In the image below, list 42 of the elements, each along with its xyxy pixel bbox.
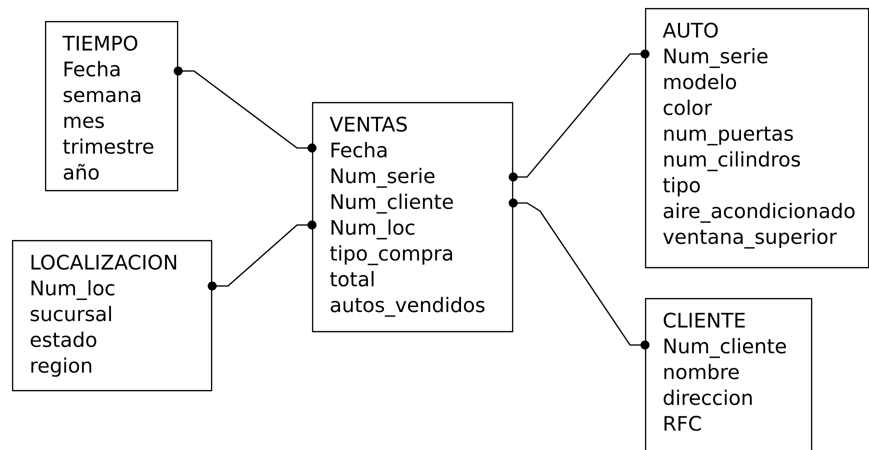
field-name: region [31, 357, 92, 377]
table-box [645, 8, 869, 268]
table-box [12, 240, 212, 392]
connector-line [174, 66, 316, 152]
field-name: mes [64, 116, 104, 128]
field-name: Fecha [64, 61, 120, 77]
field-name: num_puertas [664, 126, 793, 146]
table-name: LOCALIZACION [32, 254, 176, 270]
field-name: RFC [664, 416, 701, 431]
table-name: CLIENTE [664, 312, 745, 328]
field-name: color [664, 100, 712, 116]
field-name: año [64, 164, 99, 180]
field-name: Num_cliente [332, 194, 453, 214]
field-name: trimestre [63, 138, 154, 154]
table-name: AUTO [662, 22, 718, 38]
field-name: tipo_compra [330, 245, 452, 266]
field-name: semana [64, 90, 140, 102]
field-name: nombre [664, 364, 739, 380]
table-box [312, 102, 514, 332]
field-name: Fecha [332, 142, 386, 158]
table-name: TIEMPO [62, 36, 138, 51]
field-name: total [330, 271, 374, 287]
field-name: autos_vendidos [330, 296, 484, 317]
field-name: Num_loc [332, 219, 414, 240]
field-name: sucursal [30, 306, 111, 322]
connector-line [508, 50, 650, 182]
field-name: Num_serie [332, 168, 434, 188]
connector-line [508, 198, 650, 350]
field-name: Num_serie [664, 48, 768, 68]
field-name: ventana_superior [663, 228, 837, 249]
field-name: modelo [664, 74, 736, 90]
table-box [645, 298, 812, 450]
table-box [45, 21, 178, 192]
table-name: VENTAS [330, 116, 407, 132]
field-name: Num_loc [32, 280, 114, 300]
field-name: estado [30, 332, 96, 348]
field-name: aire_acondicionado [664, 202, 855, 223]
field-name: tipo [663, 177, 700, 196]
field-name: num_cilindros [664, 151, 800, 172]
field-name: direccion [664, 390, 752, 406]
field-name: Num_cliente [664, 338, 786, 358]
connector-line [208, 220, 316, 290]
